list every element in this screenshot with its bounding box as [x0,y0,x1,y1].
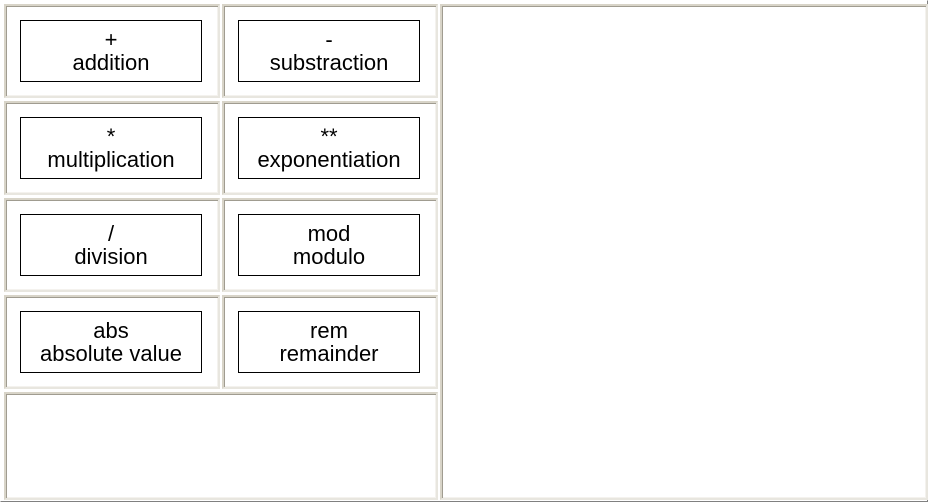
operator-name: exponentiation [257,147,401,172]
operator-cell-exponentiation: ** exponentiation [222,101,438,195]
operator-name: addition [72,50,150,75]
operator-symbol: abs [93,318,129,343]
multiplication-button[interactable]: * multiplication [20,117,202,179]
empty-panel-bottom [4,392,438,500]
operator-symbol: mod [307,221,351,246]
remainder-button[interactable]: rem remainder [238,311,420,373]
operator-name: remainder [279,341,379,366]
operator-cell-addition: + addition [4,4,220,98]
operator-name: modulo [292,244,366,269]
operator-symbol: - [325,27,333,52]
substraction-button[interactable]: - substraction [238,20,420,82]
operator-symbol: rem [310,318,348,343]
operator-symbol: + [104,27,118,52]
operator-name: multiplication [47,147,175,172]
exponentiation-button[interactable]: ** exponentiation [238,117,420,179]
output-panel [440,4,928,500]
operator-symbol: ** [320,124,338,149]
operator-cell-multiplication: * multiplication [4,101,220,195]
operator-name: substraction [269,50,389,75]
operator-cell-substraction: - substraction [222,4,438,98]
absolute-value-button[interactable]: abs absolute value [20,311,202,373]
operator-name: absolute value [40,341,182,366]
division-button[interactable]: / division [20,214,202,276]
operator-name: division [74,244,148,269]
operator-symbol: * [106,124,116,149]
operator-cell-absolute-value: abs absolute value [4,295,220,389]
operator-cell-division: / division [4,198,220,292]
addition-button[interactable]: + addition [20,20,202,82]
operator-symbol: / [107,221,115,246]
operator-cell-modulo: mod modulo [222,198,438,292]
operator-cell-remainder: rem remainder [222,295,438,389]
modulo-button[interactable]: mod modulo [238,214,420,276]
